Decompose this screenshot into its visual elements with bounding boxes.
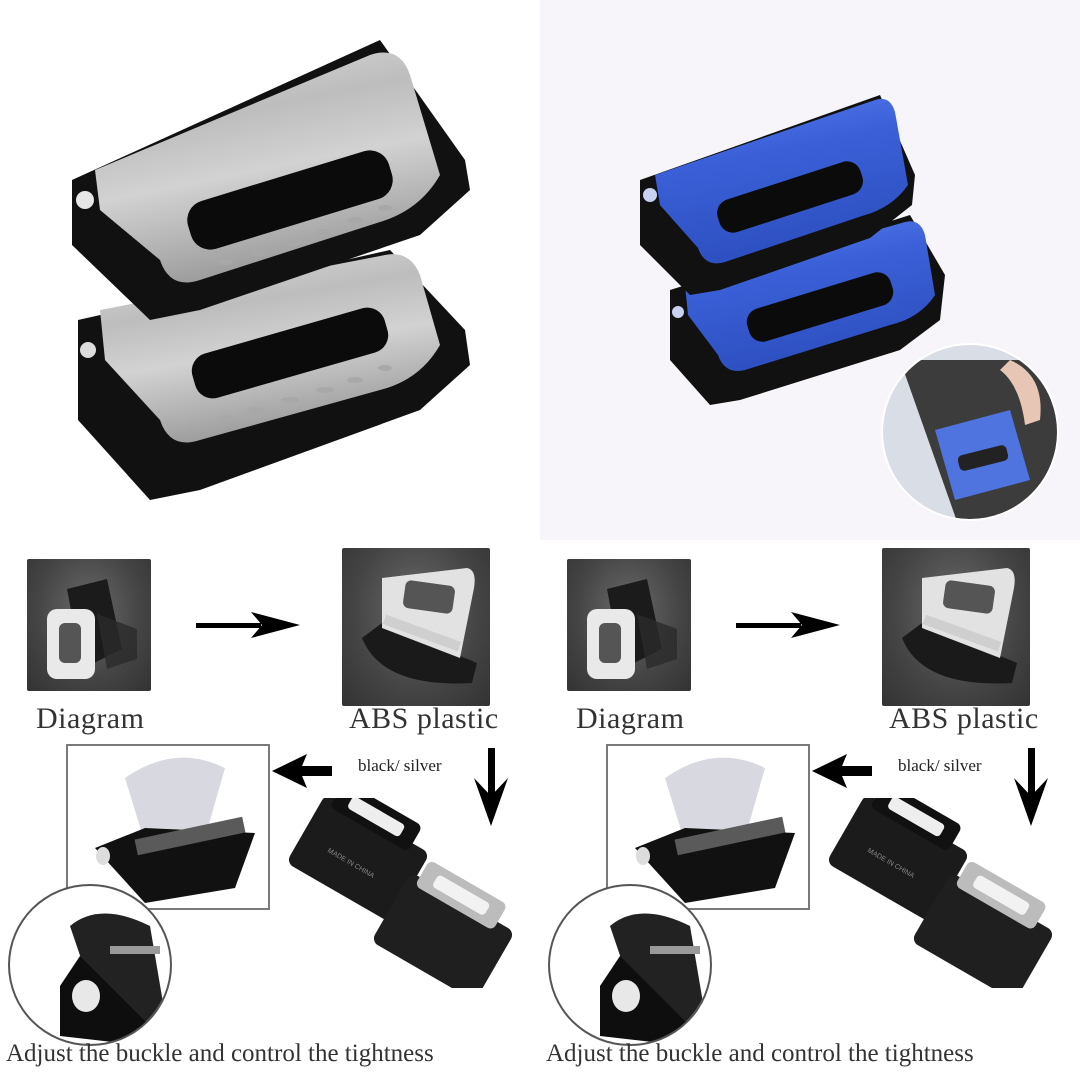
arrow-right-icon	[736, 612, 840, 638]
buckle-diagram-illustration	[587, 579, 677, 679]
step2-caption: ABS plastic	[889, 702, 1039, 735]
arrow-right-icon	[196, 612, 300, 638]
zoom-frame	[606, 744, 810, 910]
color-note: black/ silver	[358, 756, 442, 775]
step1-caption: Diagram	[576, 702, 685, 735]
step2-caption: ABS plastic	[349, 702, 499, 735]
arrow-left-icon	[272, 754, 332, 788]
diagram-photo	[567, 559, 691, 691]
buckle-diagram-illustration	[47, 579, 137, 679]
abs-plastic-photo	[342, 548, 490, 706]
silver-clips-photo	[0, 0, 540, 540]
arrow-left-icon	[812, 754, 872, 788]
silver-clip-illustration	[72, 40, 470, 500]
color-note: black/ silver	[898, 756, 982, 775]
open-buckle-illustration	[95, 757, 255, 903]
buckle-pair-illustration: MADE IN CHINA	[828, 798, 1053, 988]
buckle-pair-illustration: MADE IN CHINA	[288, 798, 513, 988]
diagram-panel-right: Diagram ABS plastic black/ silver MADE I…	[540, 540, 1080, 1080]
detail-zoom-circle	[548, 884, 712, 1046]
hinge-detail-illustration	[60, 913, 170, 1044]
arrow-down-icon	[1014, 748, 1048, 826]
diagram-photo	[27, 559, 151, 691]
bottom-caption: Adjust the buckle and control the tightn…	[6, 1040, 434, 1067]
detail-zoom-circle	[8, 884, 172, 1046]
hinge-detail-illustration	[600, 913, 710, 1044]
usage-inset-photo	[882, 344, 1058, 520]
diagram-panel-left: Diagram ABS plastic black/ silver MADE I…	[0, 540, 540, 1080]
step1-caption: Diagram	[36, 702, 145, 735]
abs-plastic-photo	[882, 548, 1030, 706]
zoom-frame	[66, 744, 270, 910]
open-buckle-illustration	[635, 757, 795, 903]
arrow-down-icon	[474, 748, 508, 826]
blue-clips-photo	[540, 0, 1080, 540]
abs-buckle-illustration	[902, 568, 1017, 684]
bottom-caption: Adjust the buckle and control the tightn…	[546, 1040, 974, 1067]
blue-clip-illustration	[640, 95, 1059, 521]
abs-buckle-illustration	[362, 568, 477, 684]
